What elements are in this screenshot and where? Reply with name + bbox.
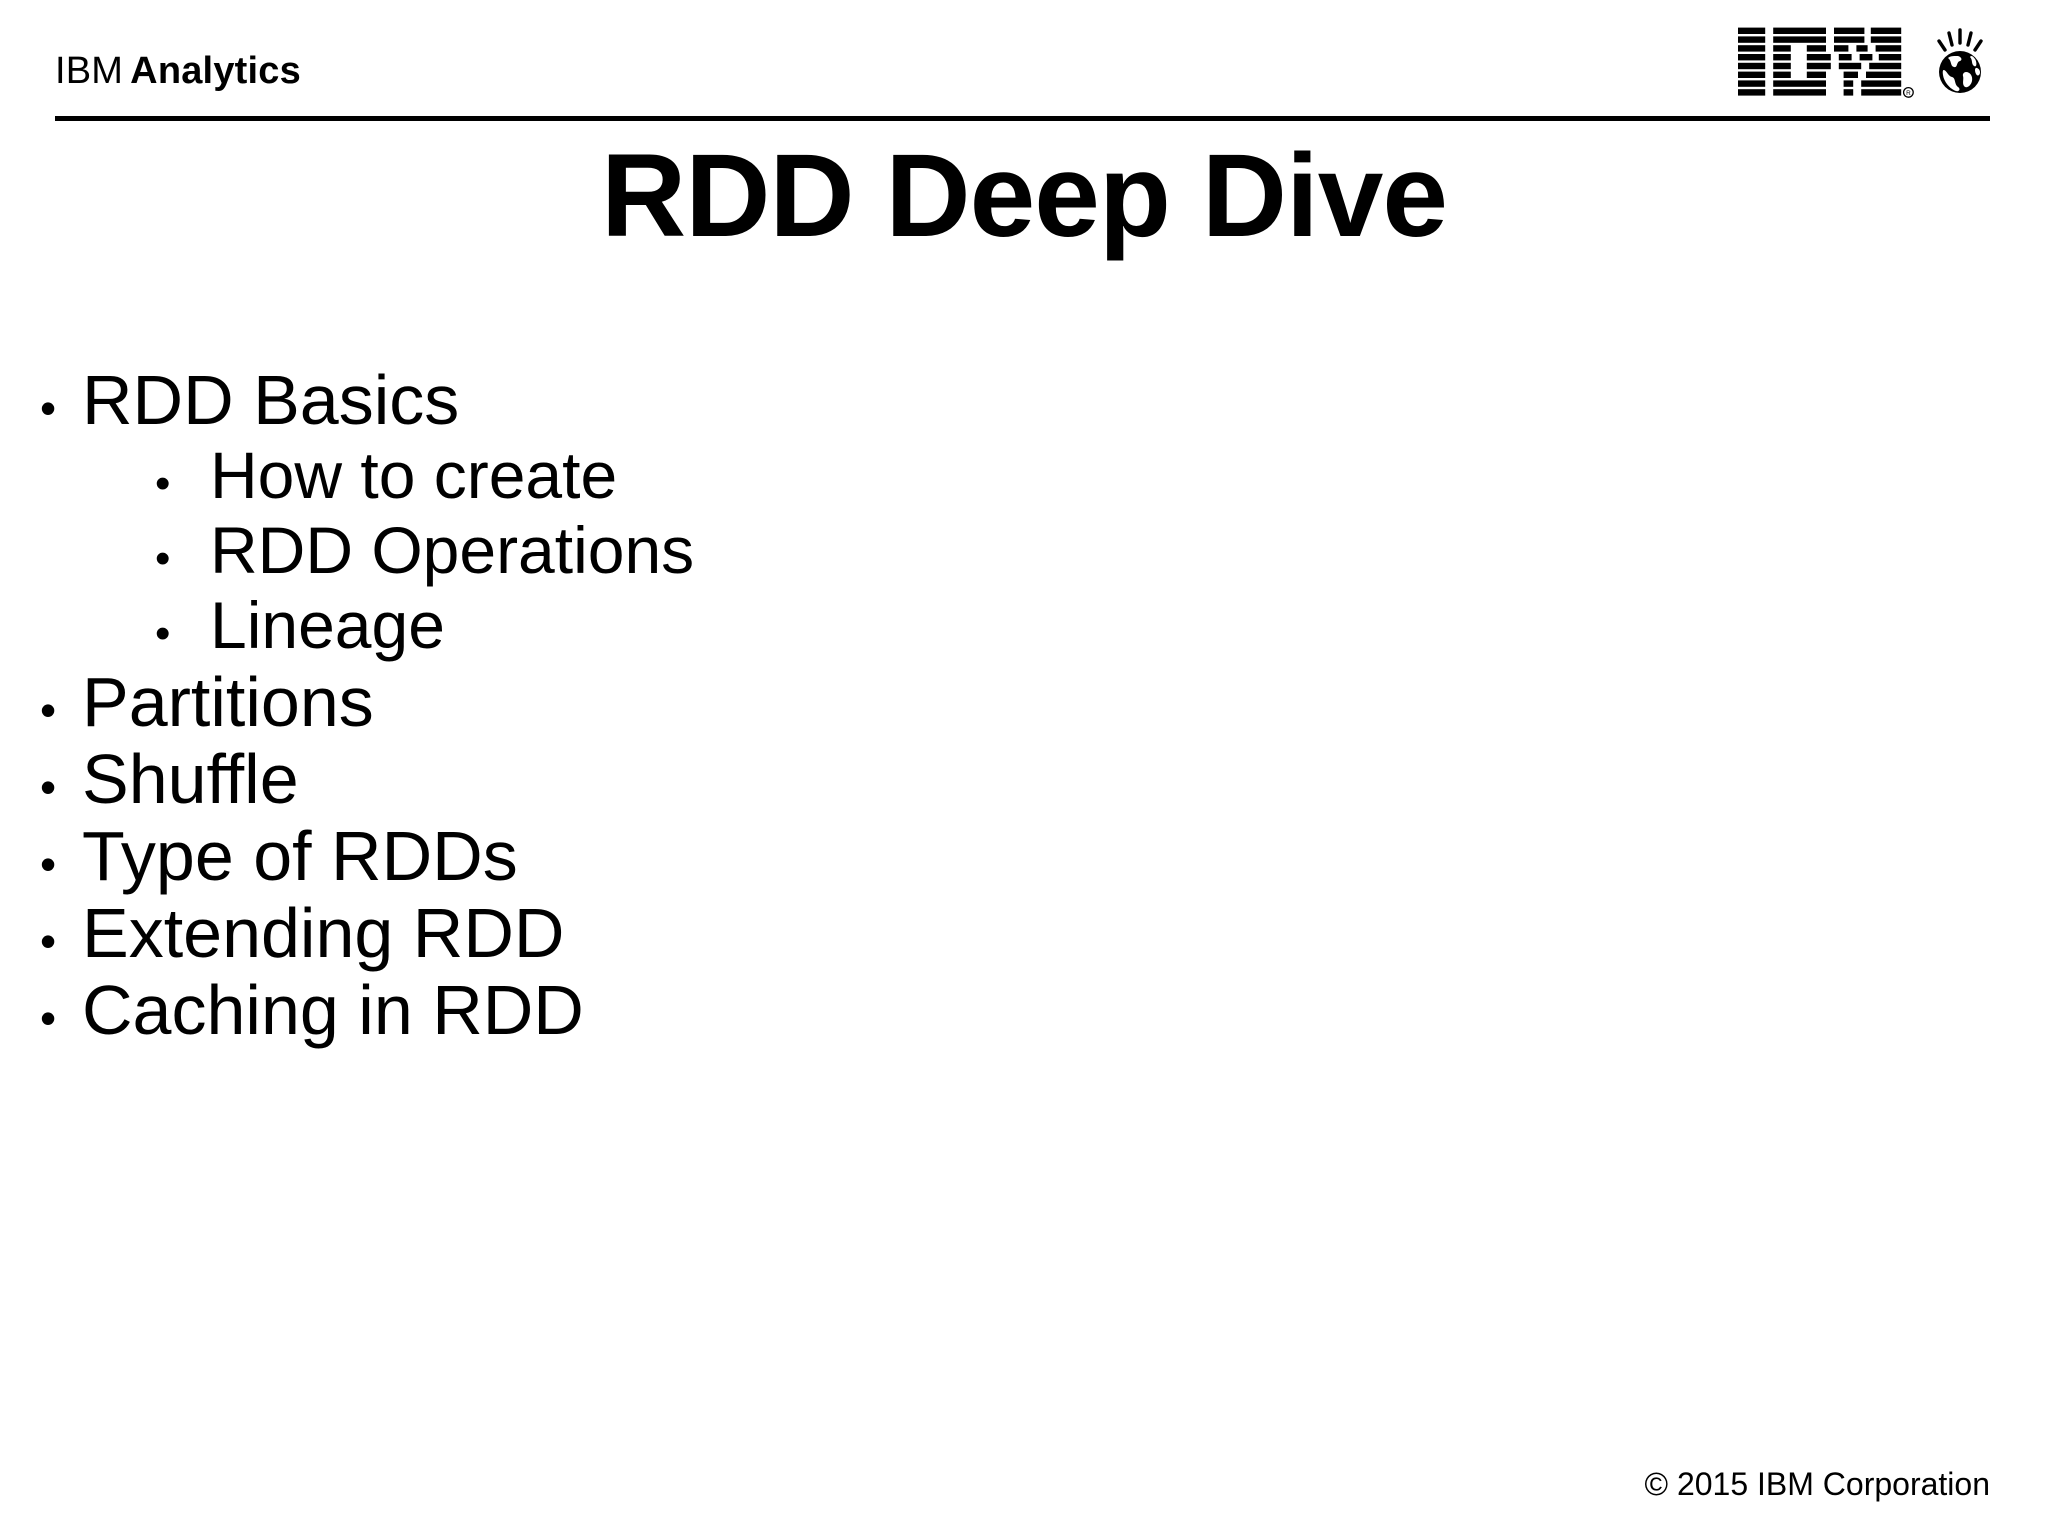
bullet-label: Caching in RDD xyxy=(82,971,584,1049)
bullet-label: Partitions xyxy=(82,663,374,741)
bullet-label: Lineage xyxy=(210,588,445,662)
ibm-wordmark-icon: R xyxy=(1738,27,1914,98)
page-title: RDD Deep Dive xyxy=(600,130,1448,262)
bullet-dot-icon: • xyxy=(40,382,57,434)
bullet-item: •Type of RDDs xyxy=(40,821,1540,898)
svg-text:R: R xyxy=(1906,90,1911,97)
bullet-label: Extending RDD xyxy=(82,894,565,972)
ibm-globe-icon xyxy=(1937,28,1983,93)
bullet-list: •RDD Basics•How to create•RDD Operations… xyxy=(40,365,1540,1052)
bullet-item: •Caching in RDD xyxy=(40,975,1540,1052)
bullet-item: •Lineage xyxy=(155,592,1540,667)
bullet-dot-icon: • xyxy=(40,761,57,813)
footer-copyright: © 2015 IBM Corporation xyxy=(1644,1466,1990,1502)
bullet-label: Type of RDDs xyxy=(82,817,518,895)
bullet-dot-icon: • xyxy=(155,534,171,583)
bullet-item: •RDD Operations xyxy=(155,517,1540,592)
header-brand-secondary: Analytics xyxy=(130,50,301,92)
ibm-logo: R xyxy=(1738,24,1990,98)
bullet-dot-icon: • xyxy=(155,609,171,658)
bullet-dot-icon: • xyxy=(40,684,57,736)
header-divider-rule xyxy=(55,116,1990,121)
bullet-item: •RDD Basics xyxy=(40,365,1540,442)
bullet-dot-icon: • xyxy=(40,915,57,967)
bullet-item: •Partitions xyxy=(40,667,1540,744)
bullet-item: •How to create xyxy=(155,442,1540,517)
header-brand-primary: IBM xyxy=(55,50,124,92)
bullet-item: •Extending RDD xyxy=(40,898,1540,975)
bullet-item: •Shuffle xyxy=(40,744,1540,821)
bullet-label: How to create xyxy=(210,438,618,512)
bullet-label: RDD Operations xyxy=(210,513,695,587)
bullet-label: Shuffle xyxy=(82,740,299,818)
bullet-dot-icon: • xyxy=(40,838,57,890)
bullet-dot-icon: • xyxy=(40,992,57,1044)
bullet-dot-icon: • xyxy=(155,459,171,508)
bullet-label: RDD Basics xyxy=(82,361,460,439)
